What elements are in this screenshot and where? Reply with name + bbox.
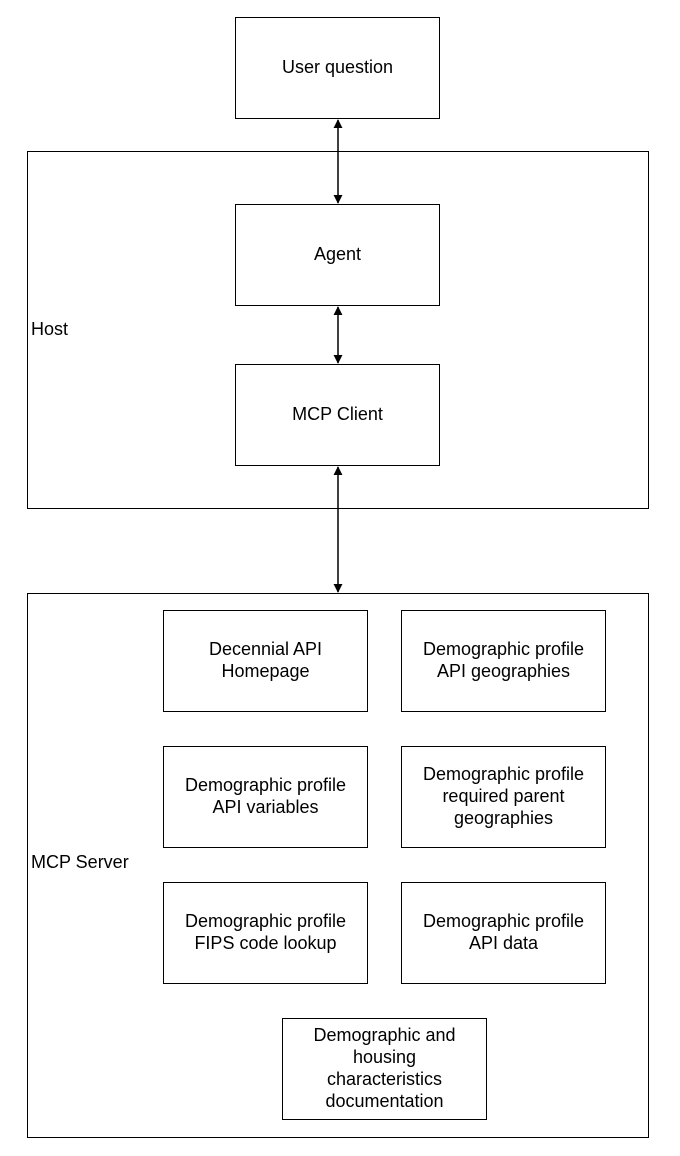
- tool-demographic-profile-api-data: Demographic profile API data: [401, 882, 606, 984]
- mcp-server-label: MCP Server: [31, 852, 129, 872]
- tool-label: Demographic and housing characteristics …: [313, 1025, 456, 1111]
- mcp-server-container: [27, 593, 649, 1138]
- tool-label: Decennial API Homepage: [208, 639, 323, 681]
- mcp-client-node: MCP Client: [235, 364, 440, 466]
- tool-label: Demographic profile FIPS code lookup: [184, 911, 347, 953]
- tool-label: Demographic profile API variables: [184, 775, 347, 817]
- host-label: Host: [31, 319, 69, 339]
- agent-label: Agent: [313, 244, 362, 265]
- tool-demographic-profile-required-parent-geographies: Demographic profile required parent geog…: [401, 746, 606, 848]
- tool-label: Demographic profile API geographies: [422, 639, 585, 681]
- tool-demographic-profile-fips-code-lookup: Demographic profile FIPS code lookup: [163, 882, 368, 984]
- mcp-client-label: MCP Client: [292, 404, 383, 425]
- tool-demographic-profile-api-geographies: Demographic profile API geographies: [401, 610, 606, 712]
- user-question-label: User question: [281, 57, 394, 78]
- tool-label: Demographic profile required parent geog…: [422, 764, 585, 828]
- agent-node: Agent: [235, 204, 440, 306]
- tool-label: Demographic profile API data: [422, 911, 585, 953]
- tool-demographic-profile-api-variables: Demographic profile API variables: [163, 746, 368, 848]
- tool-demographic-and-housing-characteristics-documentation: Demographic and housing characteristics …: [282, 1018, 487, 1120]
- tool-decennial-api-homepage: Decennial API Homepage: [163, 610, 368, 712]
- user-question-node: User question: [235, 17, 440, 119]
